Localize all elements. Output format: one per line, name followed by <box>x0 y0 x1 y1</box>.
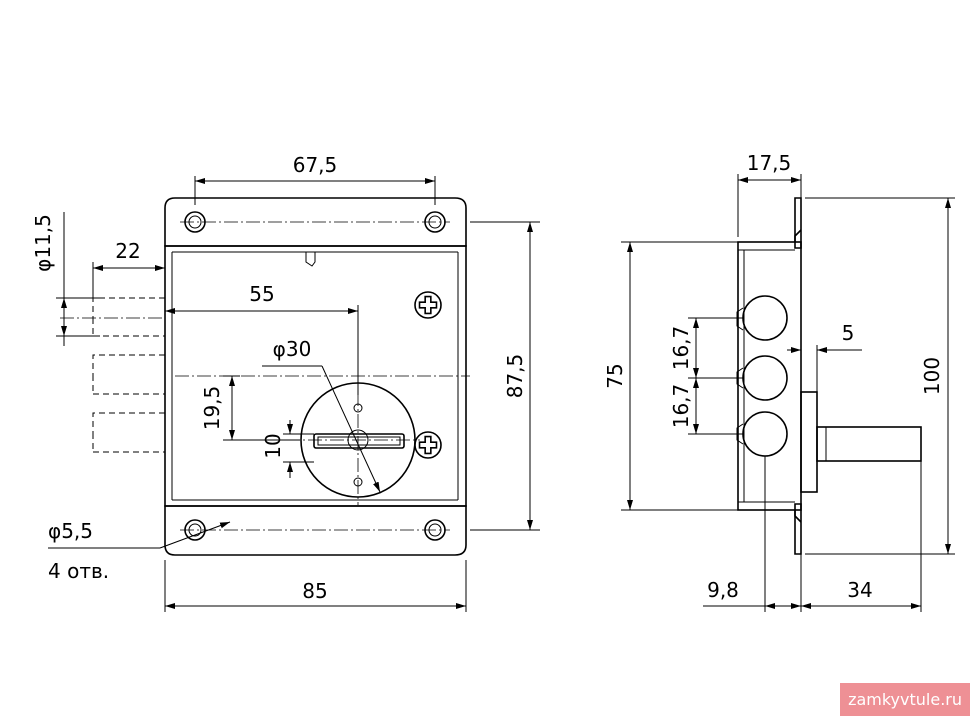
watermark[interactable]: zamkyvtule.ru <box>840 683 970 716</box>
dim-hole-dia: φ11,5 <box>31 214 55 272</box>
cylinder-rear <box>800 391 818 493</box>
dim-mount-hole: φ5,5 <box>48 519 93 543</box>
dim-offset-22: 22 <box>115 239 140 263</box>
dim-depth-17-5: 17,5 <box>747 151 792 175</box>
dim-width-top: 67,5 <box>293 153 338 177</box>
dim-9-8: 9,8 <box>707 578 739 602</box>
dim-height-100: 100 <box>920 357 944 395</box>
side-body <box>737 241 802 511</box>
dim-height-75: 75 <box>603 363 627 388</box>
dim-10: 10 <box>261 433 285 458</box>
hidden-bolts <box>92 297 165 453</box>
dim-pitch-1: 16,7 <box>669 326 693 371</box>
dim-19-5: 19,5 <box>200 386 224 431</box>
front-view: 67,5 85 87,5 22 φ11,5 55 φ30 19,5 10 φ5,… <box>31 153 540 612</box>
screw-bottom-icon <box>414 431 442 459</box>
dim-gap-5: 5 <box>842 321 855 345</box>
spindle <box>816 426 922 462</box>
top-mounting-plate <box>164 197 467 247</box>
dim-holes-count: 4 отв. <box>48 559 109 583</box>
side-view: 17,5 75 100 16,7 16,7 5 9,8 34 <box>603 151 955 612</box>
side-flange <box>794 197 802 249</box>
dim-pitch-2: 16,7 <box>669 384 693 429</box>
bottom-mounting-plate <box>164 505 467 556</box>
dim-height-87-5: 87,5 <box>503 354 527 399</box>
dim-34: 34 <box>847 578 872 602</box>
screw-top-icon <box>414 291 442 319</box>
dim-cyl-dia: φ30 <box>273 337 312 361</box>
dim-55: 55 <box>249 282 274 306</box>
dim-width-total: 85 <box>302 579 327 603</box>
